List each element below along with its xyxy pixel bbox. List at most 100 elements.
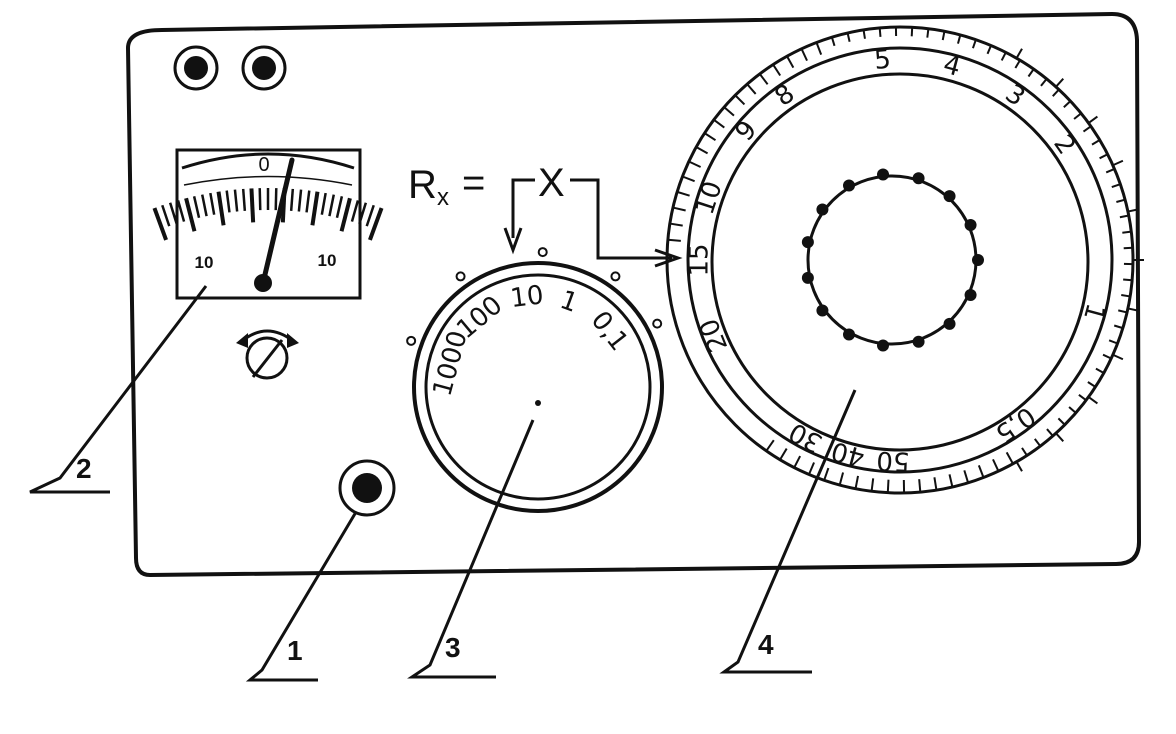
main-dial-tick xyxy=(1056,433,1063,441)
range-detent-dot xyxy=(539,248,547,256)
main-dial-tick xyxy=(848,33,850,42)
main-dial-tick xyxy=(1096,369,1104,373)
knob-grip-dot xyxy=(877,168,889,180)
main-dial-tick xyxy=(880,28,881,37)
meter-tick xyxy=(186,198,194,231)
rotate-arrow-left-head-icon xyxy=(236,333,248,348)
main-dial-tick xyxy=(964,470,968,482)
rotate-arrow-right-head-icon xyxy=(287,333,299,348)
main-dial-label: 2 xyxy=(1047,130,1081,161)
knob-grip-dot xyxy=(965,289,977,301)
meter-tick xyxy=(202,195,206,217)
main-dial-tick xyxy=(1079,395,1086,400)
main-dial-tick xyxy=(714,120,724,128)
main-dial-tick xyxy=(1058,418,1064,424)
main-dial-tick xyxy=(760,74,768,84)
meter-tick xyxy=(194,196,199,217)
callout-2-leader xyxy=(30,286,206,492)
meter-scale-arc xyxy=(184,177,352,186)
main-dial-tick xyxy=(1089,397,1098,403)
main-dial-tick xyxy=(1064,101,1071,107)
terminal-right-hole[interactable] xyxy=(252,56,276,80)
main-dial-tick xyxy=(1041,79,1047,86)
terminal-bottom-hole[interactable] xyxy=(352,473,382,503)
meter-tick xyxy=(342,198,350,231)
main-dial-tick xyxy=(1092,140,1100,145)
meter-tick xyxy=(210,193,214,215)
main-dial-tick xyxy=(1053,90,1059,97)
main-dial-tick xyxy=(1022,448,1027,456)
callout-4-label: 4 xyxy=(758,629,774,660)
main-dial-tick xyxy=(1109,340,1117,343)
meter-tick xyxy=(352,200,358,221)
main-dial-tick xyxy=(934,477,936,490)
galvanometer: 0 10 10 xyxy=(154,150,381,298)
main-dial-label: 30 xyxy=(784,416,827,458)
zero-adjust-screw[interactable] xyxy=(236,331,299,378)
main-dial-label: 9 xyxy=(730,115,764,147)
main-dial-tick xyxy=(979,465,984,477)
callout-1-label: 1 xyxy=(287,635,303,666)
main-dial-tick xyxy=(1118,310,1127,312)
meter-tick xyxy=(307,191,310,213)
range-dial-label: 0,1 xyxy=(585,306,634,357)
range-detent-dot xyxy=(457,272,465,280)
main-dial-tick xyxy=(670,224,683,226)
range-dial-label: 10 xyxy=(509,280,546,314)
device-panel xyxy=(128,14,1139,575)
main-dial-tick xyxy=(1122,232,1131,233)
main-dial-tick xyxy=(780,449,787,460)
main-dial-tick xyxy=(1106,169,1114,173)
callout-1-leader xyxy=(250,512,356,680)
main-dial-tick xyxy=(973,40,976,49)
main-dial-tick xyxy=(1035,439,1040,446)
main-dial-tick xyxy=(1112,184,1121,187)
main-dial-tick xyxy=(1116,200,1125,202)
main-dial-tick xyxy=(673,208,686,211)
main-dial-label: 10 xyxy=(690,178,729,219)
meter-tick xyxy=(312,192,317,226)
main-dial-knob-grip xyxy=(802,168,984,351)
main-dial-tick xyxy=(1069,407,1076,413)
formula: R x = X xyxy=(408,161,678,266)
terminal-bottom xyxy=(340,461,394,515)
knob-grip-dot xyxy=(877,340,889,352)
main-dial-tick xyxy=(696,147,707,153)
main-dial-tick xyxy=(1047,429,1053,436)
knob-grip-dot xyxy=(843,328,855,340)
callout-3-leader xyxy=(412,420,533,677)
terminal-left-hole[interactable] xyxy=(184,56,208,80)
main-dial-label: 5 xyxy=(873,45,892,76)
meter-tick xyxy=(219,192,224,226)
meter-tick xyxy=(337,196,342,217)
main-dial-tick xyxy=(802,49,807,61)
main-dial-tick xyxy=(735,95,744,104)
main-dial-tick xyxy=(1015,60,1020,68)
main-dial-tick xyxy=(1017,49,1023,59)
main-dial-tick xyxy=(668,240,681,241)
main-dial-tick xyxy=(1113,161,1123,165)
main-dial-tick xyxy=(1121,295,1130,296)
main-dial-tick xyxy=(832,37,835,46)
callout-3-label: 3 xyxy=(445,632,461,663)
main-dial-ticks xyxy=(668,27,1144,493)
meter-tick xyxy=(291,189,293,211)
meter-tick xyxy=(367,205,374,226)
main-dial-tick xyxy=(919,479,920,492)
meter-scale-ticks xyxy=(154,188,381,240)
meter-pivot xyxy=(254,274,272,292)
main-dial-tick xyxy=(1123,280,1132,281)
knob-grip-dot xyxy=(944,318,956,330)
main-dial-tick xyxy=(747,84,756,94)
main-dial-tick xyxy=(787,56,793,67)
knob-grip-dot xyxy=(913,172,925,184)
meter-tick xyxy=(162,205,169,226)
main-dial-tick xyxy=(949,474,952,487)
knob-grip-dot xyxy=(944,190,956,202)
meter-tick xyxy=(276,188,277,210)
arrow-to-main-dial xyxy=(570,180,672,258)
meter-zero-label: 0 xyxy=(258,154,269,176)
